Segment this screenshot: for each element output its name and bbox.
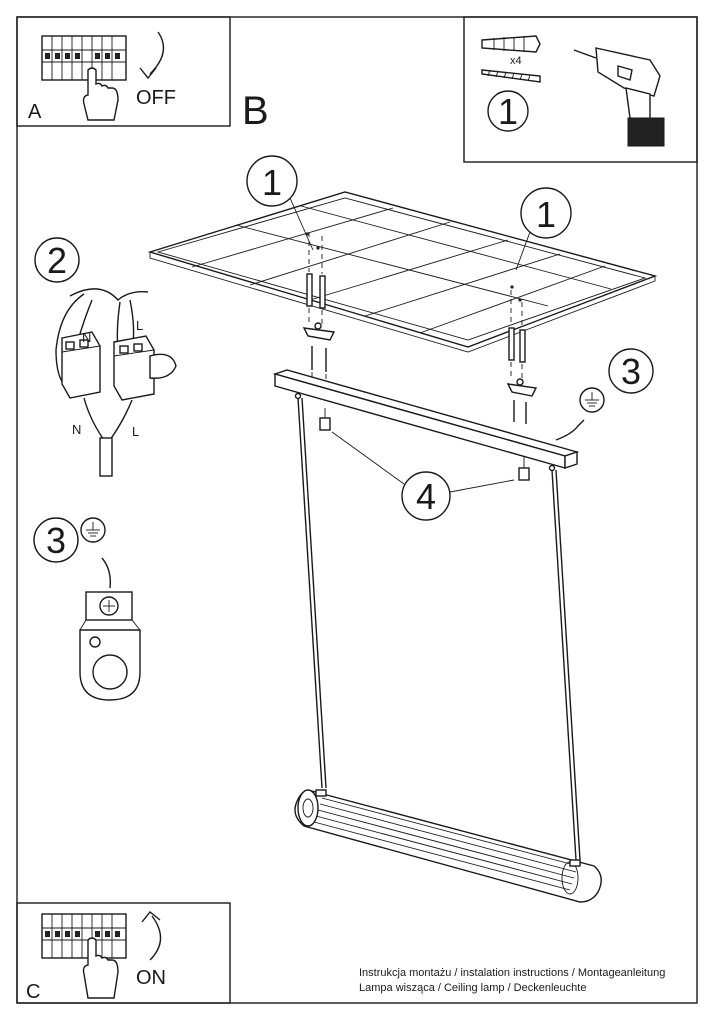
terminal-block-live [113,335,155,401]
ceiling-canopy-bar [272,369,580,472]
fuse-box-icon-c [41,913,127,959]
panel-a-letter: A [28,101,42,123]
page-border [16,16,698,1004]
arrow-head-down [139,67,157,80]
tool-step-number: 1 [498,91,518,132]
step-4-callout: 4 [331,431,515,521]
arrow-head-up [141,911,161,923]
wiring-label-n-top: N [82,330,91,345]
suspension-cables [297,397,581,861]
arrow-down-icon [149,31,165,75]
right-bracket [506,383,538,397]
left-bracket [302,327,336,341]
step-3-detail-callout: 3 [33,517,79,563]
panel-a-state: OFF [136,87,176,109]
panel-c-frame [16,902,231,1004]
right-fixings [506,290,538,424]
lamp-tube [294,789,602,903]
ground-terminal-detail [79,557,141,701]
step-1-right-number: 1 [536,194,556,235]
step-2-number: 2 [47,240,67,281]
panel-a-frame [16,16,231,127]
footer-line-1: Instrukcja montażu / instalation instruc… [359,967,665,979]
terminal-block-neutral [61,331,101,399]
ground-symbol-detail [80,517,106,543]
tools-panel: x4 1 [463,16,698,163]
wall-plug-icon [481,35,541,53]
ceiling-outline [147,191,658,348]
lamp-diffuser-ribs [313,797,579,891]
drill-icon [573,47,665,147]
wiring-label-n-bottom: N [72,422,81,437]
wiring-label-l-bottom: L [132,424,139,439]
ceiling-panel [147,191,658,353]
panel-c-letter: C [26,981,40,1003]
screw-icon [481,69,541,83]
left-fixings [302,232,336,392]
footer-line-2: Lampa wisząca / Ceiling lamp / Deckenleu… [359,982,586,994]
cable-adjuster-right [518,456,530,481]
step-1-right-callout: 1 [515,187,572,271]
ceiling-grid-lines [191,205,612,334]
hand-icon-c [82,937,119,999]
tools-panel-frame [463,16,698,163]
hand-icon [82,67,119,121]
panel-a-power-off: A OFF [16,16,231,127]
canopy-ground-wire [555,419,585,441]
step-1-left-number: 1 [262,162,282,203]
step-2-callout: 2 [34,237,80,283]
panel-c-state: ON [136,967,166,989]
tool-step-callout: 1 [487,90,529,132]
wiring-label-l-top: L [136,318,143,333]
ground-symbol-main [579,387,605,413]
step-3-main-number: 3 [621,351,641,392]
cable-adjuster-left [319,408,331,431]
fuse-box-icon [41,35,127,81]
hand-screwdriver-icon [149,353,177,379]
step-3-main-callout: 3 [608,348,654,394]
panel-b-letter: B [242,89,269,133]
arrow-up-icon [149,915,162,961]
wiring-detail: N L N L [55,288,177,477]
quantity-label: x4 [510,55,522,67]
step-3-detail-number: 3 [46,520,66,561]
step-4-number: 4 [416,476,436,517]
panel-c-power-on: C ON [16,902,231,1004]
power-cable [99,437,113,477]
